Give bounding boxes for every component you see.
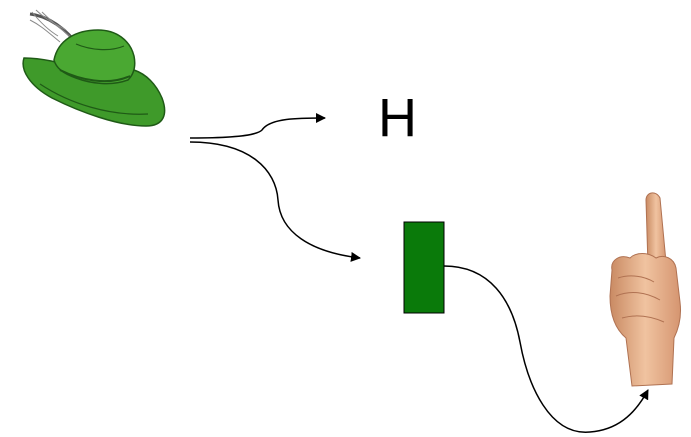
raised-index-finger-icon bbox=[609, 192, 681, 387]
connector-hat-to-letter bbox=[189, 113, 326, 139]
feathered-hat-icon bbox=[22, 9, 166, 127]
letter-label: H bbox=[378, 88, 417, 148]
connector-hat-to-block bbox=[189, 141, 361, 262]
green-rectangle-block bbox=[403, 221, 445, 314]
connector-block-to-hand bbox=[443, 265, 649, 433]
